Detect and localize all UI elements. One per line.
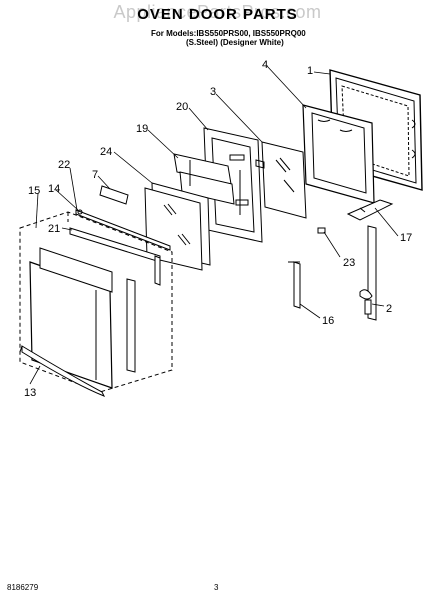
- callout-21: 21: [48, 223, 60, 235]
- part-3-glass-panel: [261, 141, 307, 219]
- callout-7: 7: [92, 169, 98, 181]
- callout-4: 4: [262, 59, 268, 71]
- callout-labels: 1 2 3 4 7 13 14 15 16 17 19 20 21 22 23 …: [24, 59, 412, 399]
- leader-lines: [29, 65, 399, 385]
- callout-13: 13: [24, 387, 36, 399]
- callout-20: 20: [176, 101, 188, 113]
- part-17-hinge-bracket: [346, 199, 394, 221]
- callout-24: 24: [100, 146, 112, 158]
- callout-3: 3: [210, 86, 216, 98]
- page-number: 3: [214, 583, 219, 592]
- variants-line: (S.Steel) (Designer White): [186, 38, 284, 47]
- callout-14: 14: [48, 183, 60, 195]
- callout-22: 22: [58, 159, 70, 171]
- part-19-baffle: [173, 153, 235, 205]
- watermark: AppliancePartsPros.com: [113, 2, 322, 22]
- part-23-clip: [317, 227, 326, 234]
- part-14-spacer-bar: [75, 209, 171, 251]
- document-number: 8186279: [7, 583, 39, 592]
- callout-2: 2: [386, 303, 392, 315]
- callout-16: 16: [322, 315, 334, 327]
- part-4-window-frame: [302, 104, 375, 204]
- page-title: OVEN DOOR PARTS: [137, 6, 298, 23]
- part-2-hinge: [359, 225, 377, 321]
- part-13-handle: [19, 345, 106, 397]
- models-line: For Models:IBS550PRS00, IBS550PRQ00: [151, 29, 306, 38]
- door-outer-panel: [29, 247, 136, 389]
- part-16-hinge-receiver: [288, 261, 301, 309]
- part-7-insulation-strip: [99, 185, 129, 205]
- callout-19: 19: [136, 123, 148, 135]
- callout-23: 23: [343, 257, 355, 269]
- callout-15: 15: [28, 185, 40, 197]
- callout-1: 1: [307, 65, 313, 77]
- part-15-door-assembly: [19, 211, 173, 393]
- callout-17: 17: [400, 232, 412, 244]
- part-21-bar: [69, 227, 161, 286]
